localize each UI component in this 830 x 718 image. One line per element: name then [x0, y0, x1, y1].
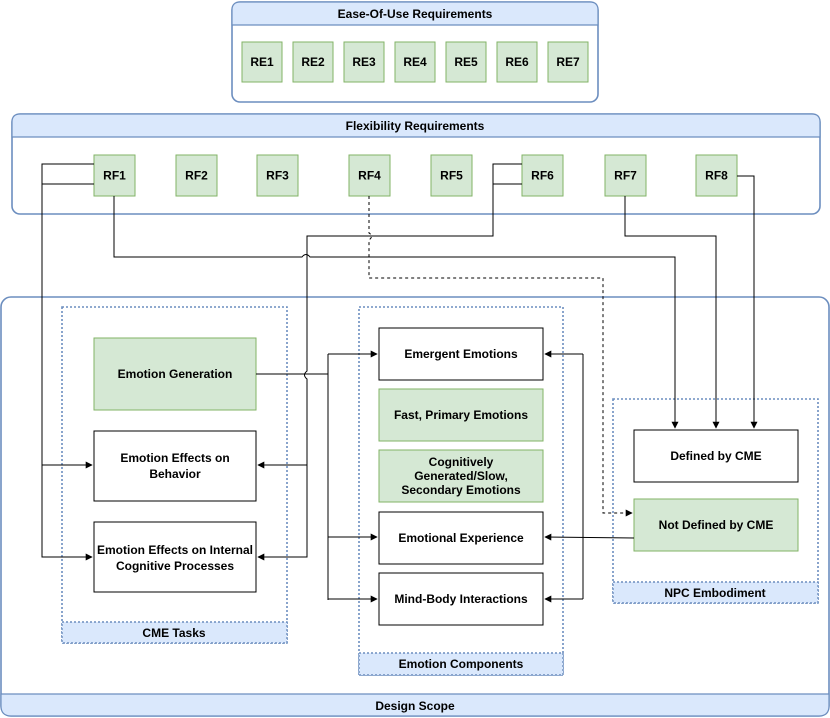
emotion-generation-node — [93, 337, 257, 411]
rf-label-rf2: RF2 — [185, 169, 208, 183]
emergent-emotions-node — [378, 327, 544, 381]
flexibility-header — [11, 113, 821, 138]
emotion-effects-behavior-label-2: Behavior — [149, 467, 201, 481]
rf-box-rf5 — [430, 154, 473, 197]
re-box-re6 — [496, 41, 538, 83]
connectors — [41, 163, 758, 603]
defined-by-cme-node — [633, 429, 799, 483]
rf-label-rf6: RF6 — [531, 169, 554, 183]
re-label-re4: RE4 — [403, 55, 427, 69]
npc-embodiment-frame — [612, 398, 819, 604]
secondary-emotions-node — [378, 449, 544, 503]
cme-tasks-group: CME Tasks Emotion Generation Emotion Eff… — [61, 306, 288, 644]
re-box-re4 — [394, 41, 436, 83]
rf-label-rf5: RF5 — [440, 169, 463, 183]
edge-not-defined-to-experience — [544, 533, 635, 541]
re-label-re6: RE6 — [505, 55, 529, 69]
not-defined-by-cme-label: Not Defined by CME — [659, 518, 774, 532]
emergent-emotions-label: Emergent Emotions — [404, 347, 518, 361]
ease-of-use-title: Ease-Of-Use Requirements — [338, 7, 493, 21]
emotional-experience-node — [378, 511, 544, 565]
design-scope-footer — [0, 693, 830, 717]
emotion-effects-behavior-label-1: Emotion Effects on — [120, 451, 229, 465]
emotion-components-group: Emotion Components Emergent Emotions Fas… — [358, 306, 564, 676]
rf-box-rf6 — [521, 154, 564, 197]
rf-label-rf3: RF3 — [266, 169, 289, 183]
edge-rf1-to-cognitive — [41, 465, 93, 561]
re-label-re3: RE3 — [352, 55, 376, 69]
npc-embodiment-title: NPC Embodiment — [664, 586, 765, 600]
rf-label-rf8: RF8 — [705, 169, 728, 183]
ease-of-use-header — [231, 1, 599, 26]
fast-primary-emotions-label: Fast, Primary Emotions — [394, 408, 528, 422]
cme-tasks-title: CME Tasks — [142, 626, 205, 640]
re-label-re1: RE1 — [250, 55, 274, 69]
secondary-emotions-label-3: Secondary Emotions — [401, 483, 521, 497]
secondary-emotions-label-2: Generated/Slow, — [414, 469, 508, 483]
mind-body-interactions-node — [378, 572, 544, 626]
re-box-re2 — [292, 41, 334, 83]
emotion-effects-cognitive-label-2: Cognitive Processes — [116, 559, 234, 573]
ease-of-use-group: Ease-Of-Use Requirements RE1 RE2 RE3 RE4 RE5… — [231, 1, 599, 103]
re-box-re7 — [547, 41, 589, 83]
rf-box-rf4 — [348, 154, 391, 197]
emotion-components-title: Emotion Components — [399, 657, 524, 671]
rf-label-rf7: RF7 — [614, 169, 637, 183]
edge-rf7-to-defined — [624, 196, 720, 429]
re-box-re3 — [343, 41, 385, 83]
flexibility-title: Flexibility Requirements — [346, 119, 485, 133]
cme-tasks-footer — [61, 621, 288, 644]
rf-label-rf1: RF1 — [103, 169, 126, 183]
mind-body-interactions-label: Mind-Body Interactions — [394, 592, 528, 606]
not-defined-by-cme-node — [633, 498, 799, 552]
emotion-generation-label: Emotion Generation — [118, 367, 233, 381]
edge-rf4-to-not-defined — [368, 196, 633, 517]
re-box-re1 — [241, 41, 283, 83]
rf-label-rf4: RF4 — [358, 169, 381, 183]
edge-rf1-to-behavior — [41, 163, 94, 469]
ease-of-use-items: RE1 RE2 RE3 RE4 RE5 RE6 RE7 — [241, 41, 589, 83]
npc-embodiment-footer — [612, 581, 819, 604]
fast-primary-emotions-node — [378, 388, 544, 442]
emotion-components-footer — [358, 652, 564, 676]
re-label-re7: RE7 — [556, 55, 580, 69]
rf-box-rf7 — [604, 154, 647, 197]
edge-rf8-to-defined — [737, 175, 758, 429]
secondary-emotions-label-1: Cognitively — [429, 455, 494, 469]
rf-box-rf3 — [256, 154, 299, 197]
flexibility-items: RF1 RF2 RF3 RF4 RF5 RF6 RF7 RF8 — [93, 154, 738, 197]
emotion-effects-cognitive-node — [93, 521, 257, 593]
defined-by-cme-label: Defined by CME — [670, 449, 761, 463]
emotional-experience-label: Emotional Experience — [398, 531, 524, 545]
edge-rf1-to-defined — [113, 196, 679, 429]
re-label-re5: RE5 — [454, 55, 478, 69]
re-label-re2: RE2 — [301, 55, 325, 69]
design-scope-title: Design Scope — [375, 699, 455, 713]
rf-box-rf8 — [695, 154, 738, 197]
re-box-re5 — [445, 41, 487, 83]
npc-embodiment-group: NPC Embodiment Defined by CME Not Define… — [612, 398, 819, 604]
flexibility-group: Flexibility Requirements RF1 RF2 RF3 RF4 RF5… — [11, 113, 821, 215]
emotion-effects-cognitive-label-1: Emotion Effects on Internal — [97, 543, 253, 557]
emotion-effects-behavior-node — [93, 430, 257, 502]
rf-box-rf2 — [175, 154, 218, 197]
